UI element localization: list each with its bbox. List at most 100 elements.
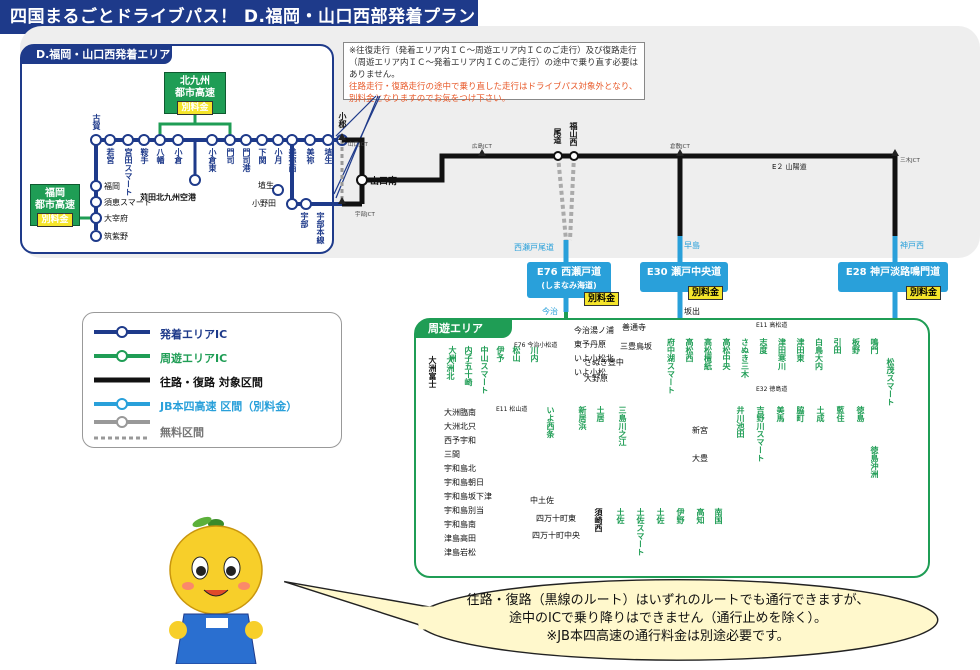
departure-ic-label: 若宮 xyxy=(106,148,115,164)
hiroshima-jct-label: 広島JCT xyxy=(472,144,492,150)
circuit-ic-label: 三豊鳥坂 xyxy=(620,342,652,351)
miki-jct-label: 三木JCT xyxy=(900,158,920,164)
circuit-ic-label: 引田 xyxy=(833,338,842,354)
circuit-ic-label: 新宮 xyxy=(692,426,708,435)
circuit-ic-label: 高松西 xyxy=(685,338,694,362)
departure-ic-label: 埴生 xyxy=(324,148,333,164)
e28-fee-badge: 別料金 xyxy=(906,286,942,300)
departure-ic-label: 埴生 xyxy=(258,181,274,190)
circuit-ic-label: 宇和島別当 xyxy=(444,506,484,515)
circuit-ic-label: 津島高田 xyxy=(444,534,476,543)
circuit-ic-label: 土成 xyxy=(816,406,825,422)
circuit-ic-label: 板野 xyxy=(851,338,861,354)
departure-ic-label: 美祢西 xyxy=(288,148,297,172)
circuit-ic-label: いよ西条 xyxy=(546,406,555,438)
circuit-ic-label: 宇和島南 xyxy=(444,520,476,529)
yamaguchi-minami-label: 山口南 xyxy=(370,177,398,187)
circuit-ic-label: 善通寺 xyxy=(622,323,646,332)
circuit-ic-label: 伊予 xyxy=(496,346,505,362)
circuit-ic-label: 津田寒川 xyxy=(777,338,787,370)
circuit-ic-label: 川内 xyxy=(530,346,539,362)
departure-area-title: D.福岡・山口西発着エリア xyxy=(22,46,172,64)
bubble-line-1: 往路・復路（黒線のルート）はいずれのルートでも通行できますが、 xyxy=(466,593,870,608)
departure-ic-label: 宮田スマート xyxy=(124,148,133,196)
circuit-ic-label: 大豊 xyxy=(692,454,708,463)
circuit-ic-label: 高松中央 xyxy=(722,338,731,370)
circuit-ic-label: 吉野川スマート xyxy=(756,406,765,462)
circuit-ic-label: さぬき三木 xyxy=(740,338,750,378)
circuit-ic-label: 南国 xyxy=(714,508,723,524)
departure-ic-label: 小月 xyxy=(274,148,283,164)
circuit-ic-label: 今治湯ノ浦 xyxy=(574,326,614,335)
circuit-ic-label: 鳴門 xyxy=(870,338,879,354)
imabari-label: 今治 xyxy=(542,307,558,316)
nishiseto-onomichi-label: 西瀬戸尾道 xyxy=(514,243,554,252)
circuit-ic-label: 西予宇和 xyxy=(444,436,476,445)
e32-tokushima-label: E32 徳島道 xyxy=(756,386,788,393)
kitakyushu-airport-label: 苅田北九州空港 xyxy=(140,193,196,202)
circuit-ic-label: 大洲富士 xyxy=(428,356,437,388)
e76-imabari-komatsu-label: E76 今治小松道 xyxy=(514,342,558,349)
circuit-ic-label: 四万十町東 xyxy=(536,514,576,523)
legend-departure-label: 発着エリアIC xyxy=(160,328,228,341)
departure-ic-label: 鞍手 xyxy=(140,148,149,164)
departure-ic-label: 小倉 xyxy=(174,148,183,164)
circuit-ic-label: 土佐 xyxy=(656,508,665,524)
departure-ic-label: 福岡 xyxy=(104,182,120,191)
circuit-ic-label: さぬき豊中 xyxy=(584,358,624,367)
departure-ic-label: 筑紫野 xyxy=(104,232,128,241)
mascot xyxy=(169,516,263,664)
circuit-ic-label: 志度 xyxy=(759,338,768,354)
circuit-ic-label: 宇和島朝日 xyxy=(444,478,484,487)
circuit-area-panel xyxy=(414,318,930,578)
circuit-ic-label: 大洲 xyxy=(448,346,457,362)
kitakyushu-fee-badge: 別料金 xyxy=(177,101,213,115)
circuit-ic-label: 中土佐 xyxy=(530,496,554,505)
note-box: ※往復走行（発着エリア内ＩＣ〜周遊エリア内ＩＣのご走行）及び復路走行（周遊エリア… xyxy=(343,42,645,104)
circuit-ic-label: 土居 xyxy=(596,406,605,422)
bubble-line-3: ※JB本四高速の通行料金は別途必要です。 xyxy=(546,629,790,644)
onomichi-label: 尾道 xyxy=(553,128,562,144)
circuit-ic-label: いよ小松北 xyxy=(574,354,614,363)
departure-ic-label: 宇部本線 xyxy=(316,212,325,244)
circuit-ic-label: 大洲北 xyxy=(446,356,455,380)
e76-fee-badge: 別料金 xyxy=(584,292,620,306)
legend-route-label: 往路・復路 対象区間 xyxy=(160,376,263,389)
note-line-1: ※往復走行（発着エリア内ＩＣ〜周遊エリア内ＩＣのご走行）及び復路走行（周遊エリア… xyxy=(349,46,639,80)
circuit-ic-label: 津島岩松 xyxy=(444,548,476,557)
circuit-ic-label: 土佐スマート xyxy=(636,508,645,556)
legend-circuit-label: 周遊エリアIC xyxy=(160,352,228,365)
circuit-ic-label: 徳島沖洲 xyxy=(870,446,879,478)
bubble-text: 往路・復路（黒線のルート）はいずれのルートでも通行できますが、 途中のICで乗り… xyxy=(398,592,938,646)
departure-ic-label: 下関 xyxy=(258,148,267,164)
bubble-line-2: 途中のICで乗り降りはできません（通行止めを除く）。 xyxy=(508,611,828,626)
legend-free-label: 無料区間 xyxy=(160,426,204,439)
kitakyushu-expressway-tag: 北九州 都市高速 別料金 xyxy=(164,72,226,115)
e11-matsuyama-label: E11 松山道 xyxy=(496,406,528,413)
circuit-ic-label: 藍住 xyxy=(836,406,845,422)
circuit-ic-label: 四万十町中央 xyxy=(532,531,580,540)
circuit-ic-label: 東予丹原 xyxy=(574,340,606,349)
circuit-ic-label: 松山 xyxy=(512,346,521,362)
circuit-ic-label: 大洲北只 xyxy=(444,422,476,431)
departure-ic-label: 宇部 xyxy=(300,212,309,228)
circuit-ic-label: 大洲臨南 xyxy=(444,408,476,417)
departure-ic-label: 須恵スマート xyxy=(104,198,152,207)
circuit-ic-label: 美馬 xyxy=(776,406,785,422)
note-line-2: 往路走行・復路走行の途中で乗り直した走行はドライブパス対象外となり、別料金となり… xyxy=(349,82,638,104)
circuit-ic-label: 内子五十崎 xyxy=(464,346,473,386)
circuit-ic-label: 松茂スマート xyxy=(886,358,895,406)
hayashima-label: 早島 xyxy=(684,241,700,250)
circuit-ic-label: 三島川之江 xyxy=(618,406,627,446)
departure-ic-label: 大宰府 xyxy=(104,214,128,223)
circuit-ic-label: 三間 xyxy=(444,450,460,459)
departure-ic-label: 古賀 xyxy=(92,114,101,130)
kurashiki-jct-label: 倉敷JCT xyxy=(670,144,690,150)
circuit-ic-label: 須崎西 xyxy=(594,508,603,532)
circuit-ic-label: いよ小松 xyxy=(574,368,606,377)
circuit-area-title: 周遊エリア xyxy=(416,320,512,338)
departure-ic-label: 小倉東 xyxy=(208,148,217,172)
yamaguchi-jct-label: 山口JCT xyxy=(348,142,368,148)
circuit-ic-label: 宇和島坂下津 xyxy=(444,492,492,501)
